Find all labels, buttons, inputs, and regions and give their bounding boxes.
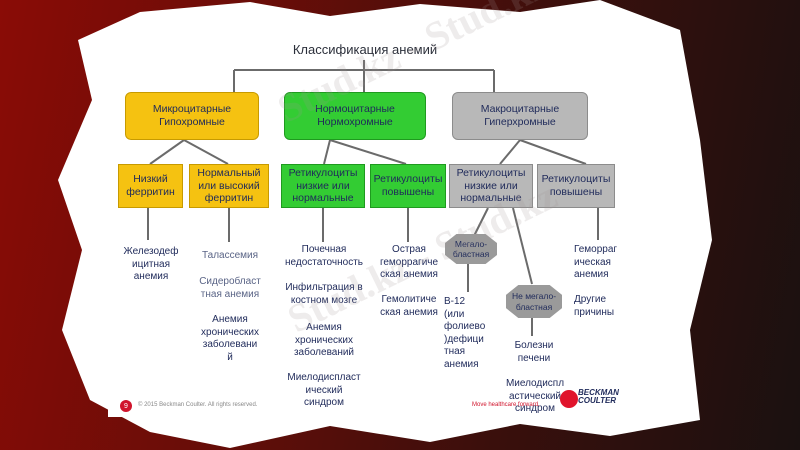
logo-text: BECKMAN COULTER	[578, 388, 619, 405]
non-megaloblastic-label: Не мегало- бластная	[506, 285, 562, 318]
page-number-badge: 9	[120, 400, 132, 412]
sub-reticulocytes-high-1: Ретикулоциты повышены	[370, 164, 446, 208]
item-iron-deficiency-anemia: Железодеф ицитная анемия	[123, 246, 179, 282]
sub-low-ferritin: Низкий ферритин	[118, 164, 183, 208]
sub-reticulocytes-low-normal-1: Ретикулоциты низкие или нормальные	[281, 164, 365, 208]
category-normocytic: Нормоцитарные Нормохромные	[284, 92, 426, 140]
item-liver-disease: Болезни печени	[514, 340, 554, 364]
sub-normal-high-ferritin: Нормальный или высокий ферритин	[189, 164, 269, 208]
item-myelodysplastic-syndrome-2: Миелодиспл астический синдром	[505, 378, 565, 414]
megaloblastic-label: Мегало- бластная	[445, 234, 497, 264]
item-thalassemia: Талассемия	[201, 250, 259, 261]
category-macrocytic: Макроцитарные Гиперхромные	[452, 92, 588, 140]
copyright-text: © 2015 Beckman Coulter. All rights reser…	[138, 402, 258, 408]
item-hemolytic-anemia: Гемолитиче ская анемия	[380, 294, 438, 318]
item-acute-hemorrhagic-anemia: Острая геморрагиче ская анемия	[379, 244, 439, 280]
category-microcytic: Микроцитарные Гипохромные	[125, 92, 259, 140]
item-hemorrhagic-anemia: Геморраг ическая анемия	[574, 244, 618, 280]
item-sideroblastic-anemia: Сидеробласт тная анемия	[199, 276, 261, 300]
item-chronic-disease-anemia-2: Анемия хронических заболеваний	[293, 322, 355, 358]
item-renal-failure: Почечная недостаточность	[285, 244, 363, 268]
sub-reticulocytes-high-2: Ретикулоциты повышены	[537, 164, 615, 208]
sub-reticulocytes-low-normal-2: Ретикулоциты низкие или нормальные	[449, 164, 533, 208]
item-other-causes: Другие причины	[574, 294, 615, 318]
item-bone-marrow-infiltration: Инфильтрация в костном мозге	[285, 282, 363, 306]
slide: Классификация анемий	[108, 36, 622, 417]
connector-lines	[147, 60, 599, 336]
item-b12-folate-deficiency: В-12 (или фолиево )дефици тная анемия	[444, 296, 486, 370]
beckman-coulter-logo-icon	[560, 390, 578, 408]
item-chronic-disease-anemia-1: Анемия хронических заболевани й	[201, 314, 259, 363]
item-myelodysplastic-syndrome-1: Миелодиспласт ический синдром	[287, 372, 361, 408]
page-title: Классификация анемий	[292, 42, 438, 57]
tagline-text: Move healthcare forward.	[472, 402, 540, 408]
